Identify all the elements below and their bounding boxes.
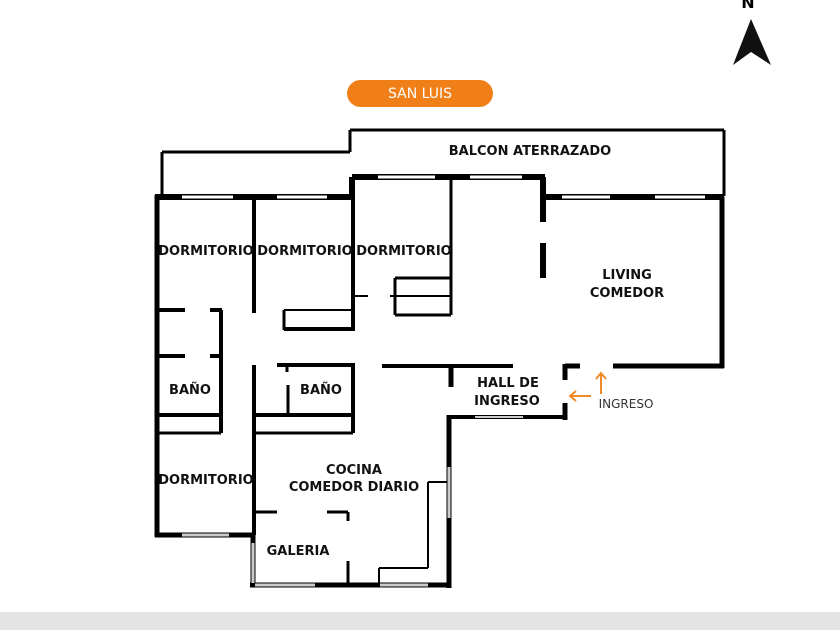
- room-label-dormitorio-1: DORMITORIO: [158, 244, 253, 259]
- street-label: SAN LUIS: [347, 80, 493, 107]
- room-label-living: LIVING: [602, 268, 652, 283]
- windows: [182, 175, 705, 587]
- north-label: N: [741, 0, 754, 12]
- walls: [154, 128, 726, 588]
- room-label-balcon: BALCON ATERRAZADO: [449, 144, 611, 159]
- room-label-cocina: COCINA: [326, 463, 382, 478]
- room-label-dormitorio-2: DORMITORIO: [257, 244, 352, 259]
- room-label-bano-2: BAÑO: [300, 382, 342, 398]
- room-label-comedor-diario: COMEDOR DIARIO: [289, 480, 419, 495]
- entrance-arrows-icon: [568, 371, 607, 402]
- room-label-dormitorio-3: DORMITORIO: [356, 244, 451, 259]
- room-label-hall-ingreso: INGRESO: [474, 394, 540, 409]
- entrance-label: INGRESO: [599, 397, 654, 411]
- north-arrow-icon: [733, 19, 771, 65]
- room-label-galeria: GALERIA: [267, 544, 330, 559]
- room-label-dormitorio-4: DORMITORIO: [158, 473, 253, 488]
- bottom-bar: [0, 612, 840, 630]
- room-label-bano-1: BAÑO: [169, 382, 211, 398]
- room-label-comedor: COMEDOR: [590, 286, 664, 301]
- room-label-hall: HALL DE: [477, 376, 539, 391]
